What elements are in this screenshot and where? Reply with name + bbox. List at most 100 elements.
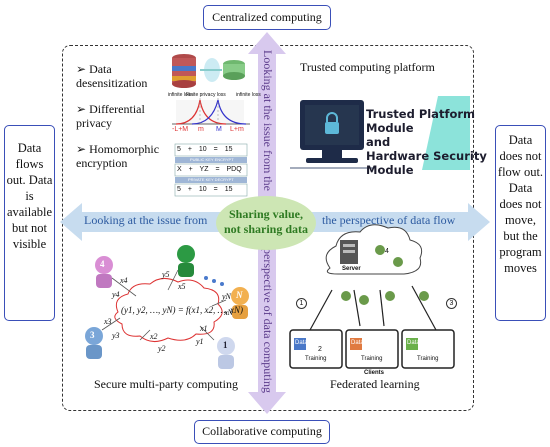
collaborative-computing-label: Collaborative computing (194, 420, 330, 444)
center-line-1: Sharing value, (228, 207, 303, 221)
multiparty-cloud (114, 278, 223, 342)
list-item: ➢ Data desensitization (76, 62, 148, 90)
edge-label: x3 (104, 317, 112, 326)
plot-tick: m (198, 126, 204, 133)
table-cell: 10 (198, 186, 207, 193)
table-cell: 15 (224, 186, 233, 193)
data-flows-out-label: Data flows out. Data is available but no… (4, 125, 55, 321)
edge-label: yN (222, 292, 231, 301)
client-data-label: Data (407, 340, 420, 346)
clients-label: Clients (364, 370, 385, 376)
table-cell: = (213, 146, 218, 153)
table-cell: YZ (199, 166, 209, 173)
edge-label: y1 (196, 337, 204, 346)
step-2-badge: 2 (318, 346, 322, 353)
node-label-4: 4 (100, 259, 105, 269)
table-cell: 10 (198, 146, 207, 153)
table-cell: = (213, 186, 218, 193)
edge-label: y5 (162, 270, 170, 279)
client-training-label: Training (417, 356, 439, 362)
client-machines (289, 329, 455, 369)
axis-label-right: the perspective of data flow (322, 213, 456, 227)
party-node-1 (217, 337, 235, 369)
tpm-line: Trusted Platform (366, 107, 476, 121)
private-key-decrypt: PRIVATE KEY DECRYPT (188, 177, 234, 182)
table-cell: + (187, 146, 192, 153)
tpm-line: Module (366, 121, 414, 135)
multiparty-edges (101, 269, 227, 341)
encryption-row-2: X + YZ = PDQ (177, 166, 242, 173)
axis-label-left: Looking at the issue from (84, 213, 208, 227)
center-line-2: not sharing data (223, 222, 309, 236)
axis-label-top: Looking at the issue from the (261, 50, 275, 191)
list-item: ➢ Differential privacy (76, 102, 145, 130)
node-label-3: 3 (90, 330, 95, 340)
plot-label-infinite-right: infinite loss (236, 92, 261, 98)
edge-label: x5 (178, 282, 186, 291)
mpc-caption: Secure multi-party computing (94, 377, 238, 391)
edge-label: y2 (158, 344, 166, 353)
table-cell: = (215, 166, 220, 173)
edge-label: x1 (200, 324, 208, 333)
party-node-green (177, 245, 195, 277)
data-does-not-flow-out-label: Data does not flow out. Data does not mo… (495, 125, 546, 321)
party-node-4 (95, 256, 113, 288)
axis-label-bottom: perspective of data computing (261, 248, 275, 393)
step-4-badge: 4 (385, 248, 389, 255)
step-1-badge: 1 (296, 298, 307, 309)
encryption-row-1: 5 + 10 = 15 (177, 146, 233, 153)
table-cell: PDQ (226, 166, 242, 173)
encryption-row-3: 5 + 10 = 15 (177, 186, 233, 193)
list-item-label: Data desensitization (76, 62, 148, 90)
trusted-computing-title: Trusted computing platform (300, 60, 435, 74)
public-key-encrypt: PUBLIC KEY ENCRYPT (190, 157, 234, 162)
client-training-label: Training (361, 356, 383, 362)
ellipsis-dots (204, 276, 224, 286)
tpm-accent-shape (422, 96, 470, 170)
edge-label: y3 (112, 331, 120, 340)
table-cell: + (187, 186, 192, 193)
plot-tick: -L+M (172, 126, 189, 133)
desensitized-database-icon (223, 60, 245, 80)
transfer-icon (200, 58, 222, 82)
encryption-table (174, 143, 248, 197)
computer-lock-icon (290, 100, 376, 169)
plot-tick: M (216, 126, 222, 133)
plot-label-infinite-left: infinite loss (168, 92, 193, 98)
table-cell: X (177, 166, 182, 173)
tpm-line: Hardware Security (366, 149, 487, 163)
sharing-value-ellipse: Sharing value, not sharing data (216, 196, 316, 250)
party-node-n (231, 287, 249, 319)
client-data-label: Data (295, 340, 308, 346)
mpc-formula: (y1, y2, …, yN) = f(x1, x2, …, xN) (121, 305, 244, 315)
plot-tick: L+m (230, 126, 244, 133)
list-item: ➢ Homomorphic encryption (76, 142, 160, 170)
server-label: Server (342, 266, 361, 272)
centralized-computing-label: Centralized computing (203, 5, 331, 30)
list-item-label: Differential privacy (76, 102, 145, 130)
tpm-text: Trusted Platform Module and Hardware Sec… (366, 107, 487, 177)
server-icon (340, 240, 358, 264)
edge-label: xN (224, 308, 233, 317)
edge-label: x4 (120, 276, 128, 285)
edge-label: y4 (112, 290, 120, 299)
privacy-loss-plot (172, 98, 250, 126)
step-3-badge: 3 (446, 298, 457, 309)
list-item-label: Homomorphic encryption (76, 142, 160, 170)
table-cell: 15 (224, 146, 233, 153)
client-data-label: Data (351, 340, 364, 346)
database-icon (172, 54, 196, 88)
privacy-technique-list: ➢ Data desensitization ➢ Differential pr… (76, 62, 166, 182)
plot-label-finite: Finite privacy loss (186, 92, 226, 98)
client-training-label: Training (305, 356, 327, 362)
tpm-line: and (366, 135, 391, 149)
edge-label: x2 (150, 332, 158, 341)
node-label-1: 1 (223, 340, 228, 350)
tpm-line: Module (366, 163, 414, 177)
party-node-3 (85, 327, 103, 359)
table-cell: 5 (177, 186, 181, 193)
node-label-n: N (236, 290, 243, 300)
table-cell: 5 (177, 146, 181, 153)
table-cell: + (188, 166, 193, 173)
federated-arrows (309, 285, 437, 331)
